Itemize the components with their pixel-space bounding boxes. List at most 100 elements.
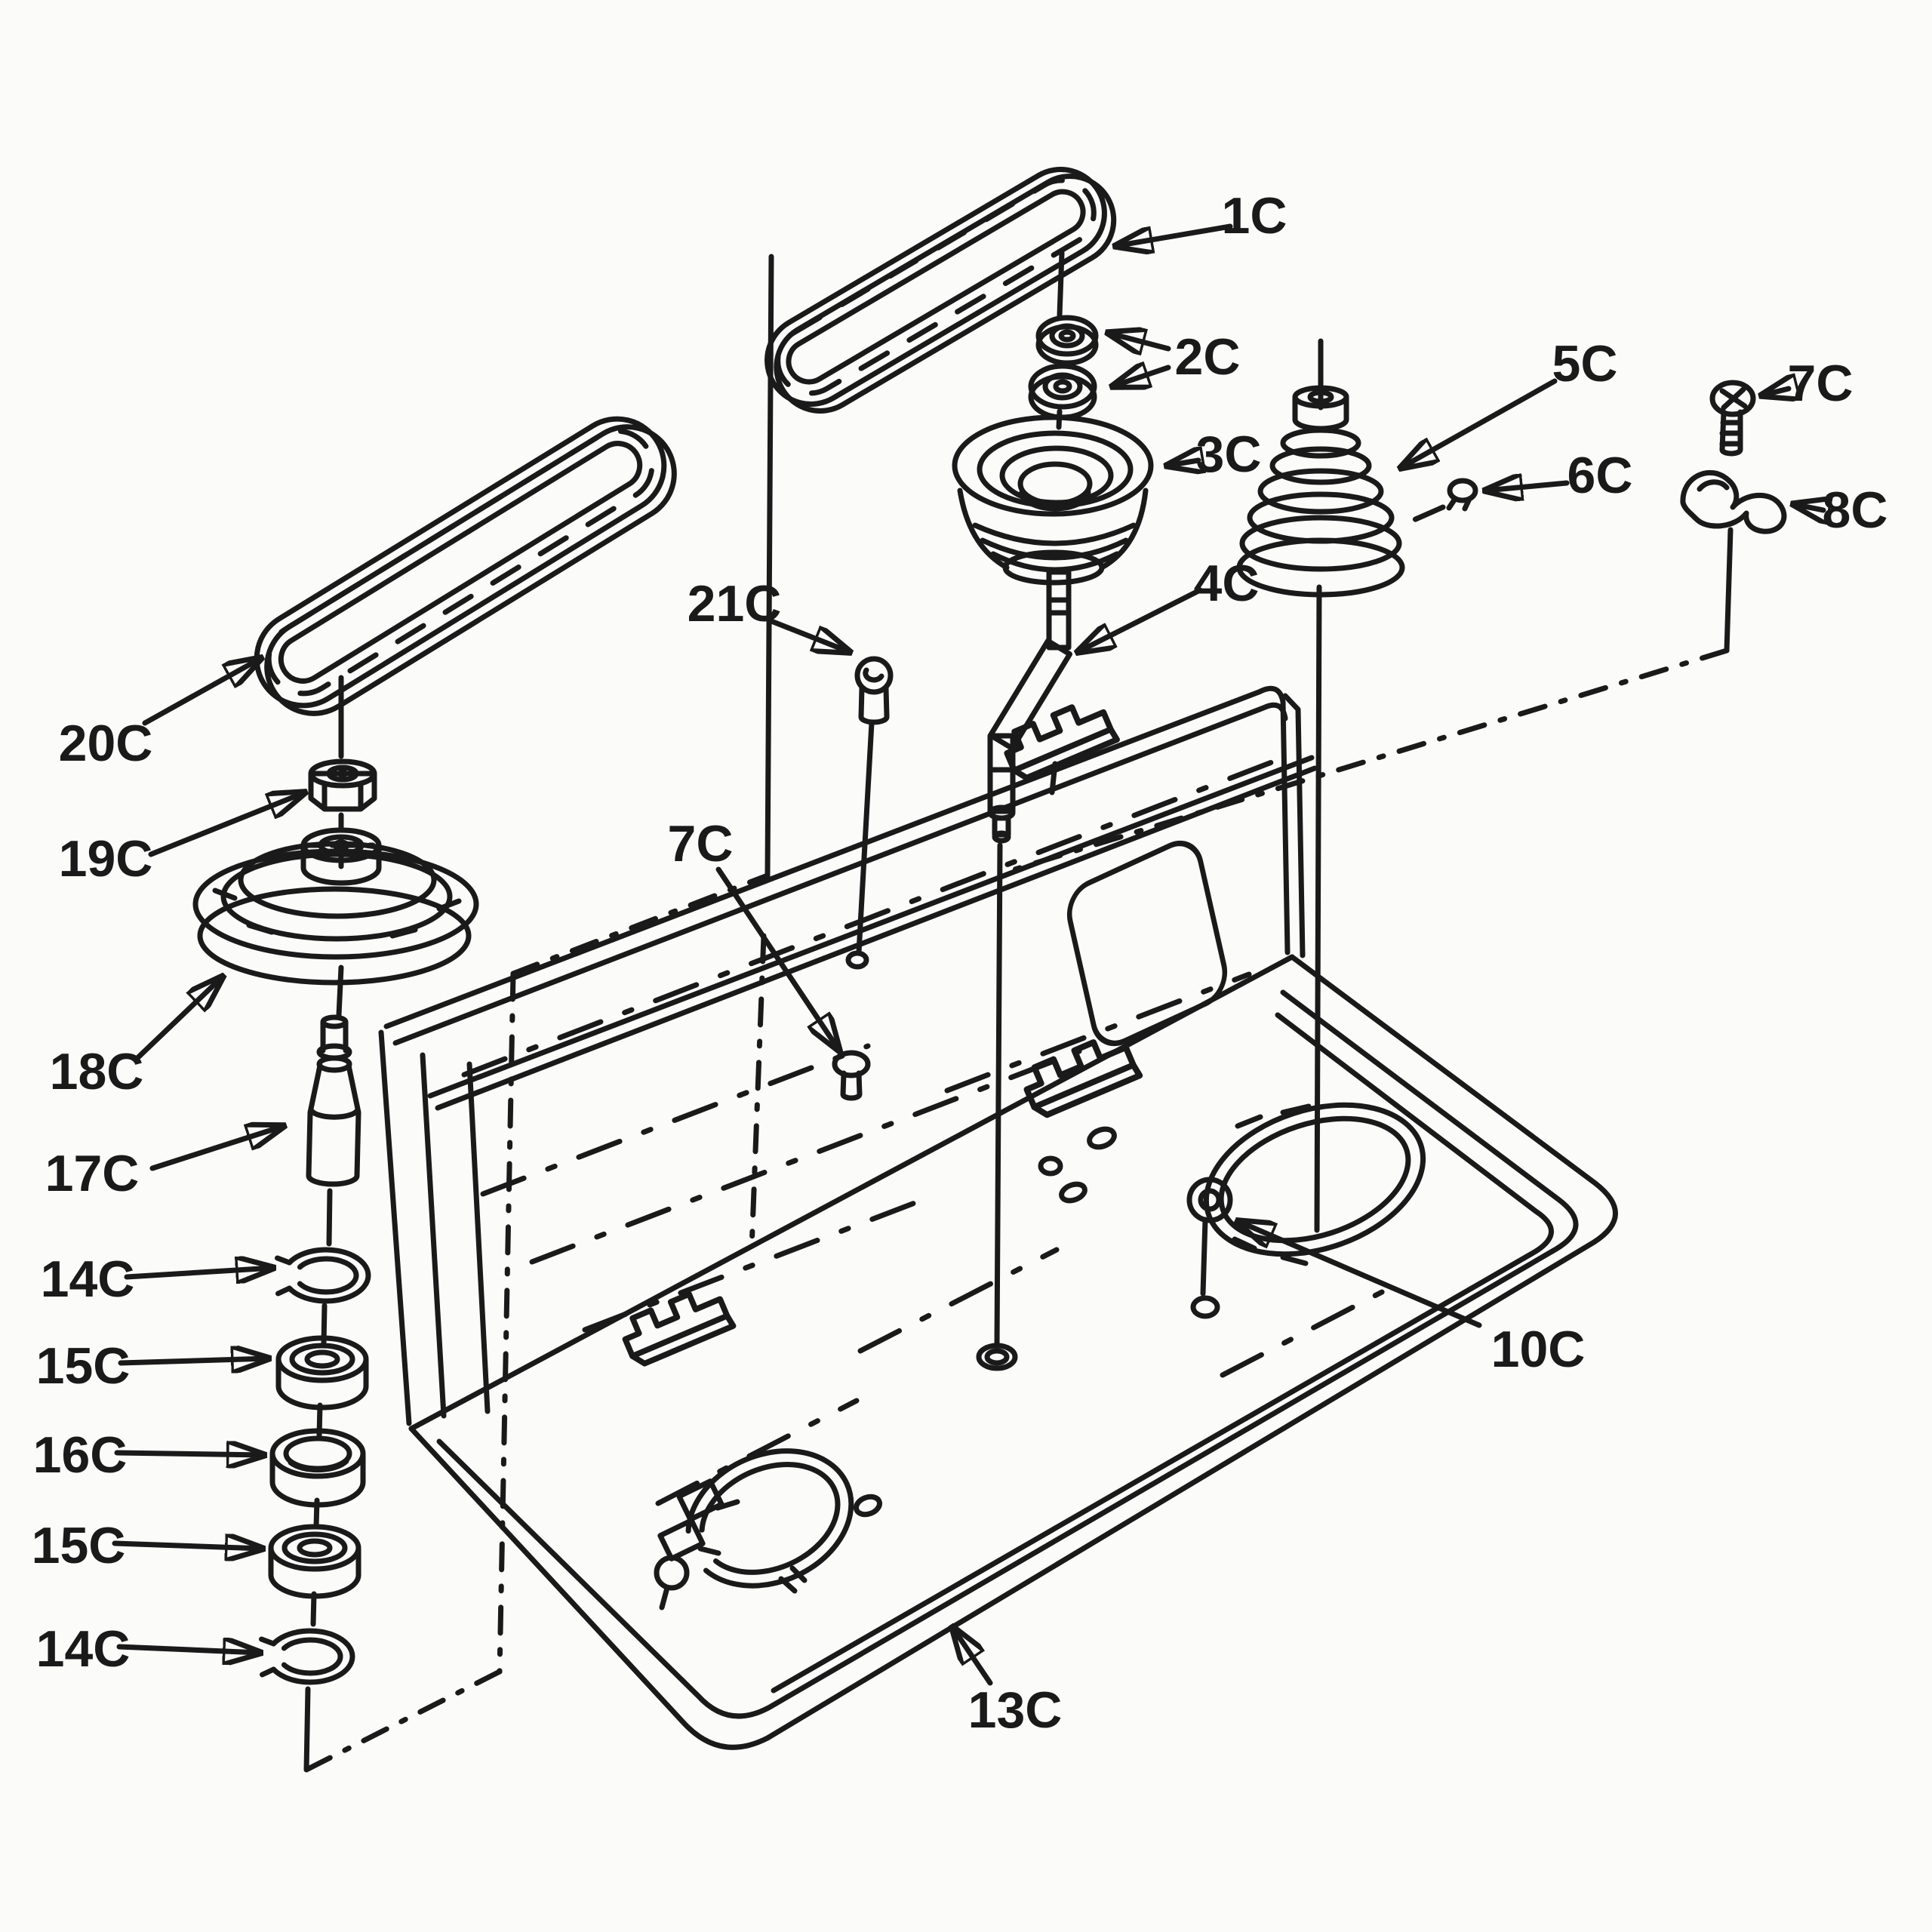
wall-recess (1066, 840, 1228, 1047)
part-label: 15C (32, 1517, 126, 1574)
eyebolt-10c (1186, 1177, 1233, 1319)
part-label: 16C (33, 1426, 128, 1484)
retainer-ring-14c-upper (275, 1247, 371, 1304)
bolt-7c-mid (832, 1050, 871, 1101)
tray-rim (436, 989, 1579, 1719)
callout-10c: 10C (1238, 1221, 1585, 1378)
bearing-2c-upper (1035, 315, 1099, 366)
rail-hole (845, 950, 869, 970)
hinge-clip-foot (1049, 761, 1058, 795)
wall-left-cap-inner (420, 1052, 447, 1419)
part-label: 21C (688, 575, 782, 632)
spindle-17c (306, 1014, 361, 1187)
callout-21c: 21C (688, 575, 850, 652)
callout-3c: 3C (1167, 426, 1261, 483)
housing-13c (378, 685, 1618, 1750)
belt-1c (764, 167, 1117, 414)
callout-14c-lower: 14C (36, 1620, 260, 1678)
tray-screw (1038, 1155, 1063, 1177)
part-label: 2C (1175, 328, 1241, 386)
bolt-7c-top (1709, 380, 1756, 457)
wall-left-edge (378, 1029, 412, 1426)
part-label: 8C (1823, 481, 1888, 539)
nut-19c (308, 758, 377, 812)
part-label: 4C (1194, 555, 1260, 612)
part-label: 3C (1196, 426, 1262, 483)
callout-2c: 2C (1108, 328, 1240, 386)
part-label: 18C (50, 1043, 144, 1100)
pulley-18c (192, 812, 479, 986)
callout-5c: 5C (1401, 335, 1617, 468)
clip-8c-leader (1724, 527, 1734, 654)
crankshaft-4c (987, 569, 1072, 844)
callout-14c-upper: 14C (41, 1251, 273, 1308)
wall-inner-lip (427, 755, 1315, 1099)
cutaway-outline (303, 254, 774, 1773)
clamp-ring-hole (654, 1448, 854, 1611)
part-label: 19C (59, 830, 153, 888)
wall-top-second-edge (392, 702, 1288, 1046)
rail-texture (461, 759, 1275, 1078)
tray-screw (1087, 1126, 1117, 1150)
part-label: 6C (1567, 447, 1633, 504)
belt-20c (254, 416, 677, 716)
hinge-clip (1004, 704, 1120, 781)
callout-20c: 20C (59, 658, 261, 772)
part-label: 7C (1788, 355, 1854, 412)
screw-6c (1402, 478, 1478, 527)
part-label: 14C (41, 1251, 135, 1308)
tray-tick-marks (778, 1565, 808, 1594)
callout-18c: 18C (50, 977, 223, 1100)
callout-19c: 19C (59, 792, 305, 888)
wall-streak (529, 1048, 1082, 1265)
tray-streak (655, 1398, 860, 1506)
callout-7c-mid: 7C (668, 815, 839, 1051)
pulley-5c (1236, 385, 1405, 598)
tray-outer-edge (408, 954, 1618, 1750)
bearing-15c-lower (268, 1524, 361, 1599)
callouts: 1C 2C 3C 4C 5C 6C 7C 8C (32, 187, 1888, 1739)
clip-8c-leader-diagonal (997, 648, 1730, 877)
part-label: 15C (36, 1337, 131, 1395)
ring-tab-marks (1232, 1103, 1312, 1266)
callout-1c: 1C (1115, 187, 1287, 246)
nut-21c (854, 656, 894, 725)
part-label: 5C (1552, 335, 1618, 392)
callout-6c: 6C (1485, 447, 1632, 504)
callout-15c-upper: 15C (36, 1337, 269, 1395)
tray-streak (857, 1247, 1060, 1354)
wall-top-outer-edge (383, 685, 1291, 1029)
retaining-ring-hole (1203, 1102, 1426, 1257)
callout-4c: 4C (1078, 555, 1259, 652)
callout-13c: 13C (952, 1627, 1062, 1739)
part-label: 14C (36, 1620, 131, 1678)
part-label: 7C (668, 815, 734, 872)
wall-streak (582, 1195, 931, 1333)
tray-streak (1220, 1287, 1388, 1378)
callout-15c-lower: 15C (32, 1517, 263, 1574)
part-label: 10C (1491, 1321, 1586, 1378)
tray-screw (854, 1494, 882, 1518)
part-label: 1C (1222, 187, 1287, 245)
clip-8c (1680, 469, 1787, 534)
wall-left-cap-front (466, 1061, 491, 1414)
wall-right-end-edge (1282, 693, 1306, 958)
crank-grommet-inner (984, 1348, 1010, 1366)
part-label: 13C (968, 1681, 1063, 1739)
bearing-15c-upper (275, 1335, 369, 1411)
spacer-16c (269, 1428, 366, 1508)
pulley-3c (952, 414, 1154, 586)
callout-7c-top: 7C (1761, 355, 1853, 412)
hinge-clip (622, 1291, 737, 1367)
wall-bottom-edge (408, 954, 1295, 1432)
wall-streak (480, 1043, 871, 1197)
tray-screw (1059, 1181, 1088, 1204)
axis-lines (310, 250, 1734, 1627)
retainer-ring-14c-lower (259, 1628, 355, 1685)
bearing-2c-lower (1028, 363, 1097, 420)
hinge-clip (1023, 1039, 1143, 1118)
part-label: 20C (59, 715, 153, 772)
callout-8c: 8C (1793, 481, 1887, 539)
